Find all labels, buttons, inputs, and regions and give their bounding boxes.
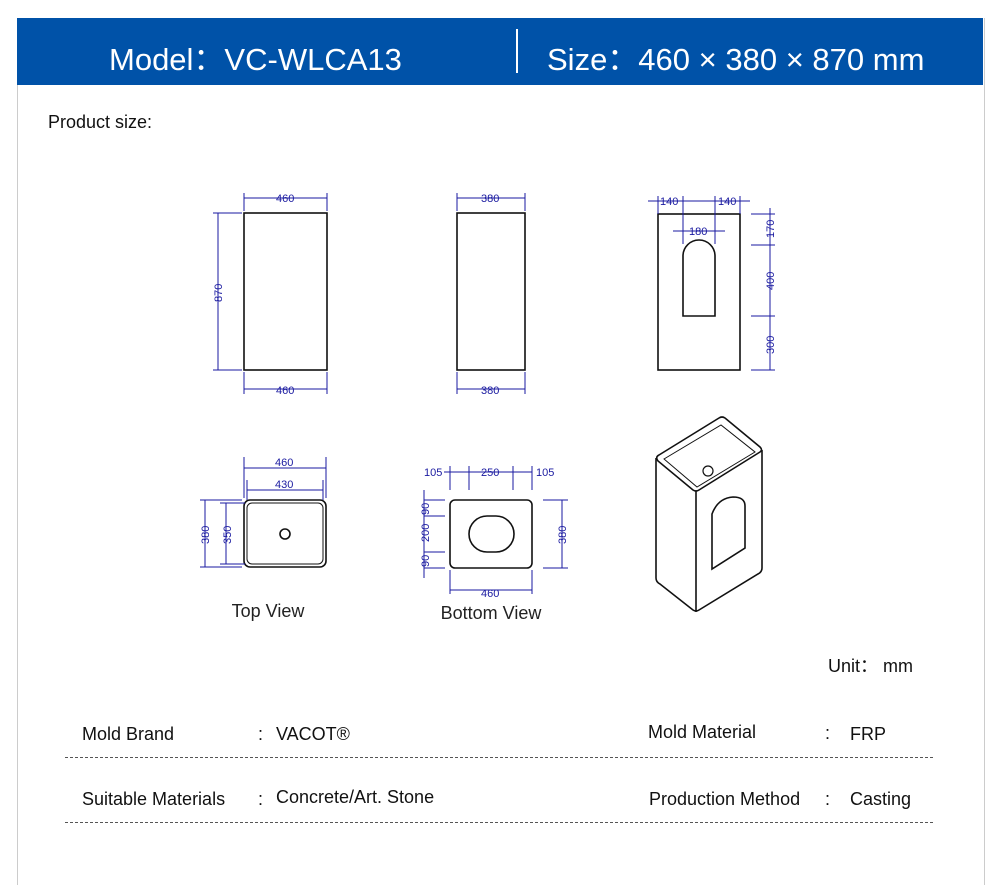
model-title: Model：VC-WLCA13 <box>109 42 402 77</box>
dim-bottom-left: 105 <box>424 467 442 479</box>
arch-opening <box>682 239 716 317</box>
spec-value-mold-material: FRP <box>850 724 886 744</box>
isometric-view <box>655 416 763 612</box>
top-outer <box>243 499 327 568</box>
spec-sep: : <box>825 789 831 809</box>
drain-hole <box>279 528 291 540</box>
size-title: Size：460 × 380 × 870 mm <box>547 42 925 77</box>
spec-value-production-method: Casting <box>850 789 912 809</box>
side-view: 380 380 <box>456 193 526 397</box>
spec-label-mold-material: Mold Material <box>648 722 757 742</box>
dim-back-left: 140 <box>660 196 678 208</box>
caption-top-view: Top View <box>232 601 306 621</box>
dim-bottom-v-bot: 90 <box>420 555 432 567</box>
section-label: Product size: <box>48 112 153 132</box>
side-outline <box>456 212 526 371</box>
dim-bottom-v-mid: 200 <box>420 524 432 542</box>
back-outline <box>657 213 741 371</box>
front-view: 460 460 870 <box>213 193 328 397</box>
bottom-oval-opening <box>468 515 515 553</box>
spec-sep: : <box>258 789 264 809</box>
bottom-outline <box>449 499 533 569</box>
dim-side-top: 380 <box>481 193 499 205</box>
header-divider <box>516 29 518 73</box>
caption-bottom-view: Bottom View <box>441 603 543 623</box>
spec-sep: : <box>825 723 831 743</box>
dim-back-middle: 400 <box>765 272 777 290</box>
spec-label-mold-brand: Mold Brand <box>82 724 175 744</box>
row-divider <box>65 822 933 823</box>
row-divider <box>65 757 933 758</box>
top-view: 460 430 380 350 Top View <box>200 457 327 621</box>
dim-bottom-depth: 380 <box>557 526 569 544</box>
dim-top-outer-width: 460 <box>275 457 293 469</box>
dim-back-top: 170 <box>765 220 777 238</box>
dim-front-bottom: 460 <box>276 385 294 397</box>
spec-value-mold-brand: VACOT® <box>276 724 350 744</box>
dim-side-bottom: 380 <box>481 385 499 397</box>
dim-front-height: 870 <box>213 284 225 302</box>
dim-front-top: 460 <box>276 193 294 205</box>
spec-value-suitable-materials: Concrete/Art. Stone <box>276 787 435 807</box>
dim-back-right: 140 <box>718 196 736 208</box>
back-view: 140 140 180 170 400 300 <box>648 196 777 371</box>
spec-label-suitable-materials: Suitable Materials <box>82 789 226 809</box>
unit-label: Unit： mm <box>828 656 913 676</box>
header-bar: Model：VC-WLCA13 Size：460 × 380 × 870 mm <box>17 18 983 85</box>
dim-top-inner-depth: 350 <box>222 526 234 544</box>
spec-sep: : <box>258 724 264 744</box>
dim-arch-width: 180 <box>689 226 707 238</box>
dim-bottom-middle: 250 <box>481 467 499 479</box>
dim-bottom-right: 105 <box>536 467 554 479</box>
dim-top-outer-depth: 380 <box>200 526 212 544</box>
spec-label-production-method: Production Method <box>649 789 801 809</box>
dim-back-bottom: 300 <box>765 336 777 354</box>
front-outline <box>243 212 328 371</box>
bottom-view: 105 250 105 90 200 90 380 460 Bottom Vie… <box>420 466 569 623</box>
dim-bottom-v-top: 90 <box>420 503 432 515</box>
dim-top-inner-width: 430 <box>275 479 293 491</box>
top-inner <box>246 502 324 565</box>
dim-bottom-width: 460 <box>481 588 499 600</box>
page-frame <box>17 18 985 885</box>
